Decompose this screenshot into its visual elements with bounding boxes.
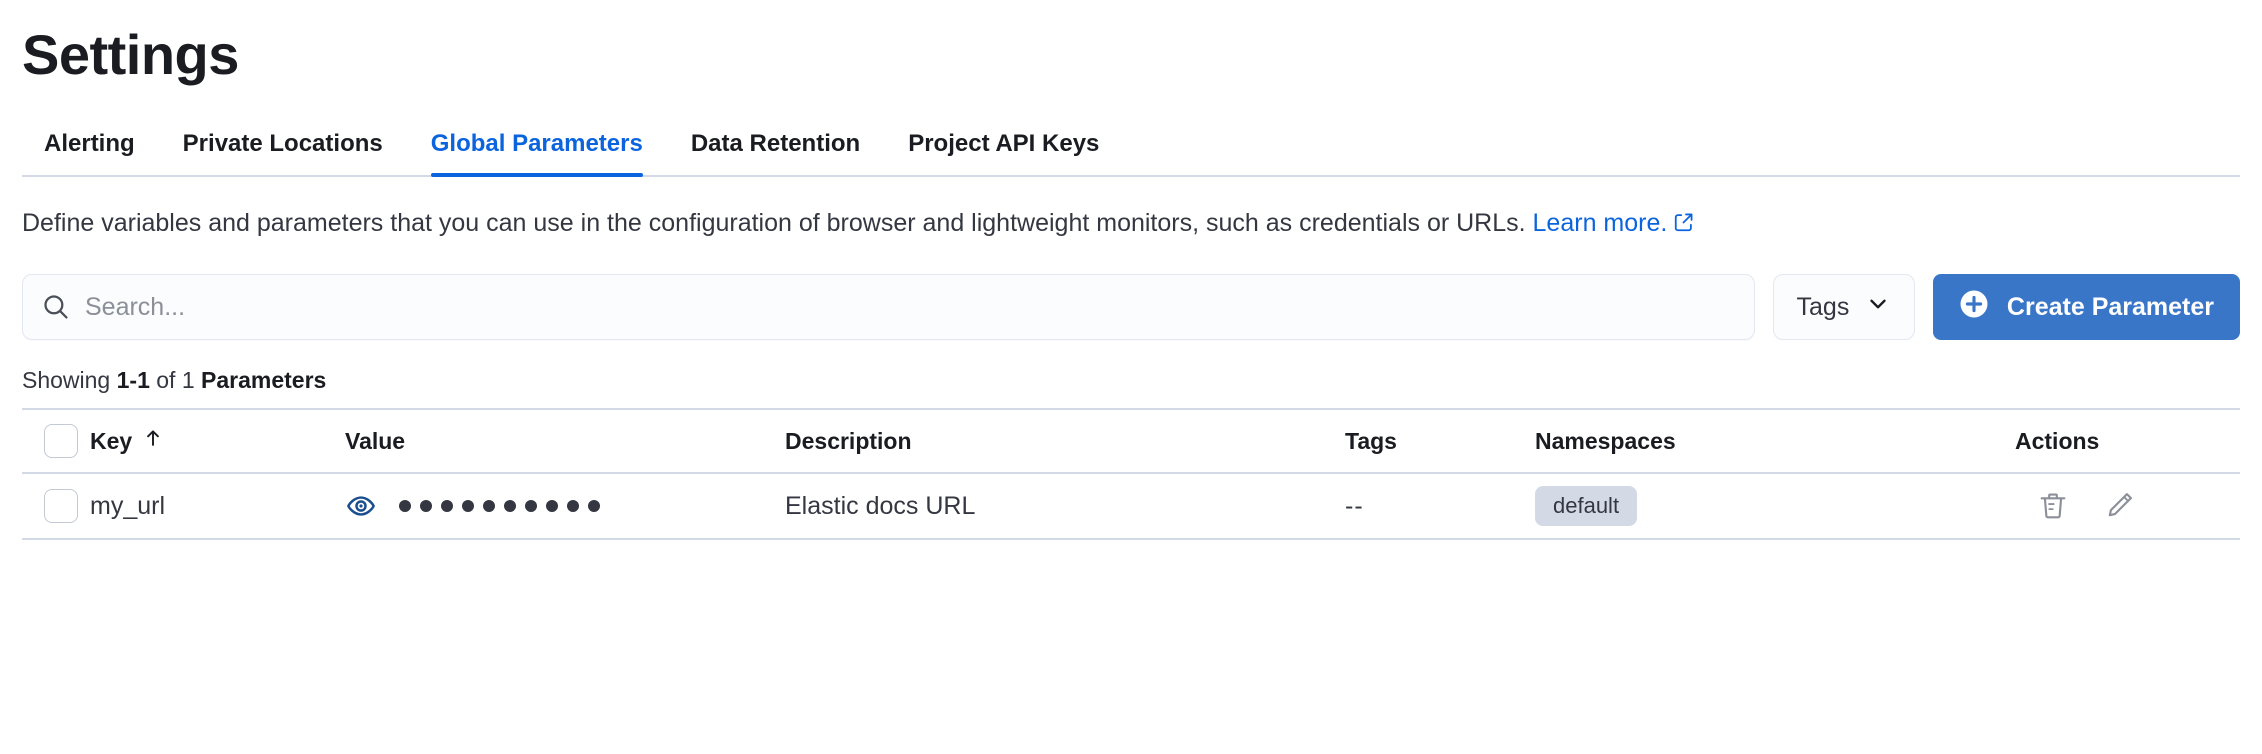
cell-description: Elastic docs URL bbox=[785, 473, 1345, 539]
trash-icon[interactable] bbox=[2029, 482, 2077, 530]
table-row: my_url bbox=[22, 473, 2240, 539]
table-header-row: Key Value Description Tags Namespaces Ac… bbox=[22, 409, 2240, 473]
tab-project-api-keys[interactable]: Project API Keys bbox=[908, 130, 1100, 157]
plus-circle-icon bbox=[1959, 289, 1989, 326]
cell-value bbox=[345, 473, 785, 539]
create-parameter-label: Create Parameter bbox=[2006, 292, 2214, 321]
search-field[interactable] bbox=[22, 274, 1755, 340]
row-description-label: Elastic docs URL bbox=[785, 491, 976, 520]
pencil-icon[interactable] bbox=[2095, 482, 2143, 530]
learn-more-label: Learn more. bbox=[1532, 209, 1668, 237]
tags-filter-button[interactable]: Tags bbox=[1772, 274, 1915, 340]
column-header-namespaces-label: Namespaces bbox=[1535, 427, 1676, 454]
search-icon bbox=[41, 292, 71, 322]
tab-alerting[interactable]: Alerting bbox=[44, 130, 135, 157]
column-header-key[interactable]: Key bbox=[90, 409, 345, 473]
search-input[interactable] bbox=[85, 292, 1736, 322]
column-header-actions: Actions bbox=[2015, 409, 2240, 473]
parameters-table: Key Value Description Tags Namespaces Ac… bbox=[22, 408, 2240, 540]
results-entity: Parameters bbox=[201, 367, 327, 393]
cell-namespaces: default bbox=[1535, 473, 2015, 539]
controls-row: Tags Create Parameter bbox=[22, 274, 2240, 340]
create-parameter-button[interactable]: Create Parameter bbox=[1932, 274, 2240, 340]
row-key-label: my_url bbox=[90, 491, 166, 520]
column-header-tags-label: Tags bbox=[1345, 427, 1397, 454]
column-header-description: Description bbox=[785, 409, 1345, 473]
row-select-cell bbox=[22, 473, 90, 539]
column-header-tags: Tags bbox=[1345, 409, 1535, 473]
row-tags-label: -- bbox=[1345, 491, 1364, 520]
masked-value bbox=[399, 500, 600, 512]
results-prefix: Showing bbox=[22, 367, 117, 393]
arrow-up-icon bbox=[142, 427, 164, 455]
column-header-description-label: Description bbox=[785, 427, 912, 454]
page-title: Settings bbox=[22, 23, 239, 86]
results-count: Showing 1-1 of 1 Parameters bbox=[22, 367, 2240, 394]
cell-key: my_url bbox=[90, 473, 345, 539]
cell-actions bbox=[2015, 473, 2240, 539]
row-checkbox[interactable] bbox=[44, 489, 78, 523]
page-description: Define variables and parameters that you… bbox=[22, 199, 2152, 250]
settings-tabs: Alerting Private Locations Global Parame… bbox=[22, 117, 2240, 177]
cell-tags: -- bbox=[1345, 473, 1535, 539]
tab-data-retention[interactable]: Data Retention bbox=[690, 130, 861, 157]
select-all-cell bbox=[22, 409, 90, 473]
tab-private-locations[interactable]: Private Locations bbox=[182, 130, 383, 157]
eye-icon[interactable] bbox=[345, 490, 377, 522]
results-range: 1-1 bbox=[116, 367, 150, 393]
external-link-icon bbox=[1673, 201, 1695, 250]
column-header-value: Value bbox=[345, 409, 785, 473]
namespace-badge: default bbox=[1535, 486, 1638, 526]
results-middle: of 1 bbox=[149, 367, 202, 393]
tags-filter-label: Tags bbox=[1796, 292, 1850, 321]
description-text: Define variables and parameters that you… bbox=[22, 209, 1526, 237]
column-header-namespaces: Namespaces bbox=[1535, 409, 2015, 473]
column-header-actions-label: Actions bbox=[2015, 427, 2100, 454]
column-header-key-label: Key bbox=[90, 427, 133, 454]
chevron-down-icon bbox=[1865, 291, 1891, 324]
select-all-checkbox[interactable] bbox=[44, 424, 78, 458]
column-header-value-label: Value bbox=[345, 427, 406, 454]
tab-global-parameters[interactable]: Global Parameters bbox=[407, 130, 667, 177]
learn-more-link[interactable]: Learn more. bbox=[1533, 209, 1696, 237]
